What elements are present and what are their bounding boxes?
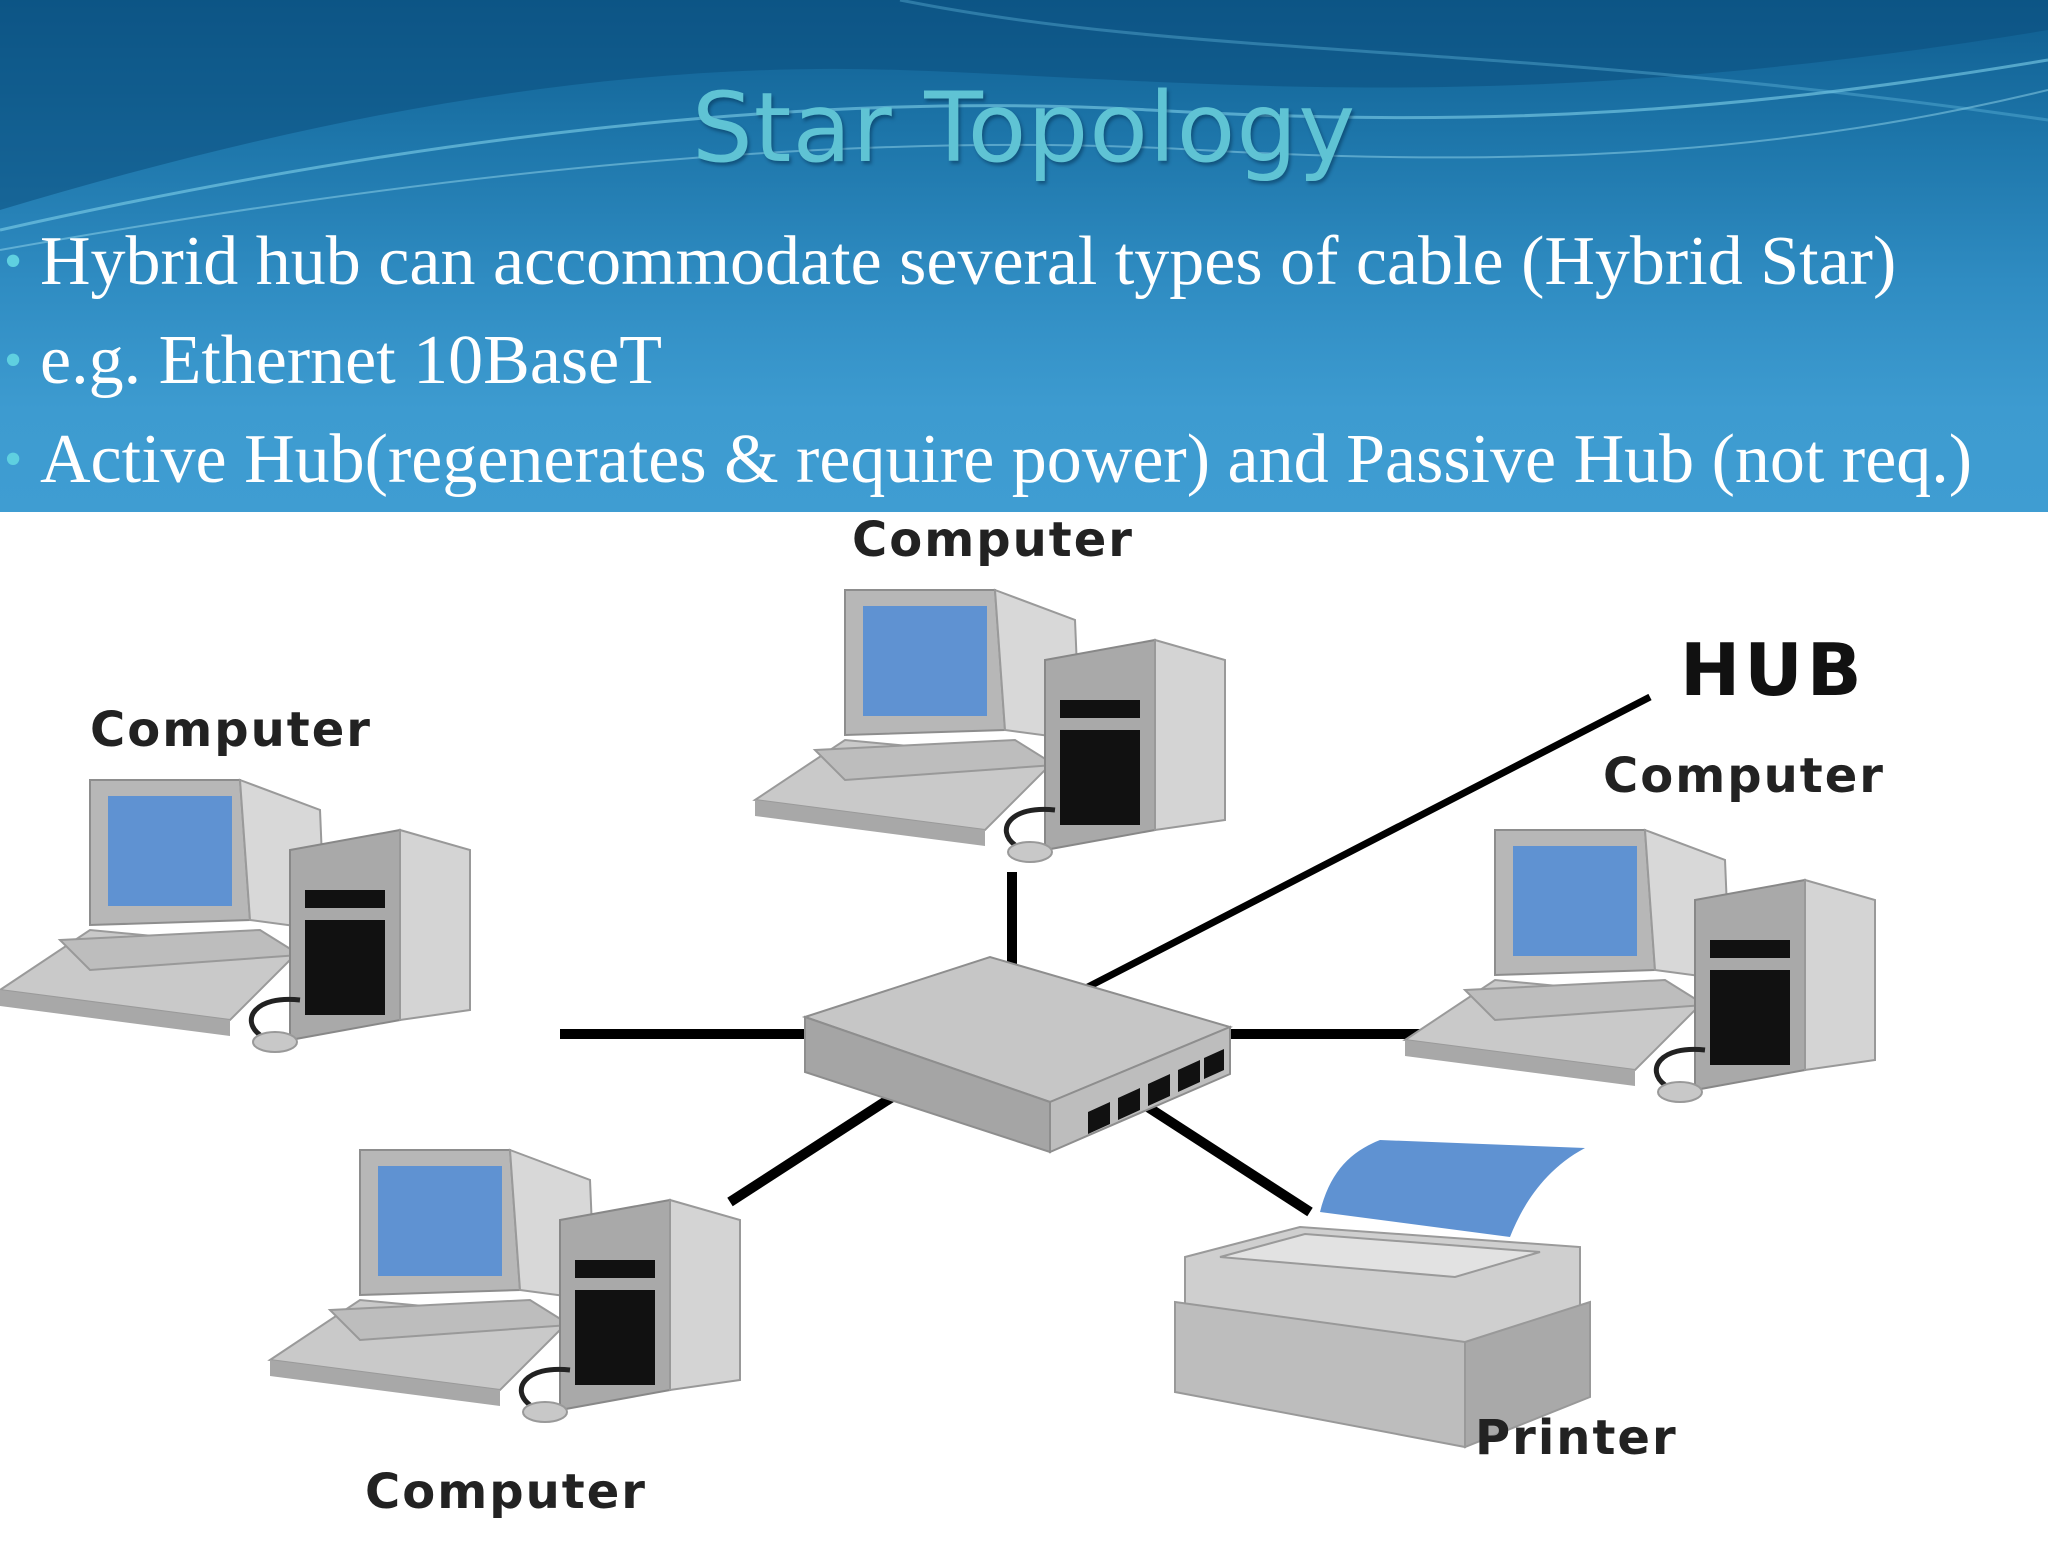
hub-device	[801, 955, 1233, 1154]
computer-bottom	[270, 1150, 740, 1422]
label-computer-bottom: Computer	[365, 1464, 647, 1520]
computer-left	[0, 780, 470, 1052]
label-computer-top: Computer	[852, 512, 1134, 568]
label-computer-right: Computer	[1603, 748, 1885, 804]
slide-title: Star Topology	[691, 72, 1357, 184]
bullet-dot-icon: •	[4, 233, 23, 290]
diagram-canvas	[0, 512, 2048, 1449]
cable-bottom-left	[727, 1087, 903, 1207]
printer-device	[1174, 1140, 1591, 1449]
label-hub: HUB	[1680, 628, 1866, 712]
bullet-text: e.g. Ethernet 10BaseT	[40, 322, 663, 399]
bullet-dot-icon: •	[4, 332, 23, 389]
computer-right	[1405, 830, 1875, 1102]
label-computer-left: Computer	[90, 702, 372, 758]
bullet-item: • Hybrid hub can accommodate several type…	[0, 212, 2048, 311]
cable-printer	[1137, 1097, 1313, 1217]
bullet-item: • e.g. Ethernet 10BaseT	[0, 311, 2048, 410]
bullet-list: • Hybrid hub can accommodate several type…	[0, 212, 2048, 509]
bullet-item: • Active Hub(regenerates & require power)…	[0, 410, 2048, 509]
bullet-text: Hybrid hub can accommodate several types…	[40, 223, 1897, 300]
hub-pointer-line	[1018, 693, 1652, 1026]
bullet-dot-icon: •	[4, 431, 23, 488]
label-printer: Printer	[1475, 1410, 1678, 1466]
star-topology-diagram: Computer Computer Computer Computer HUB …	[0, 512, 2048, 1536]
bullet-text: Active Hub(regenerates & require power) …	[40, 421, 1973, 498]
header-wave-decoration	[0, 0, 2048, 251]
computer-top	[755, 590, 1225, 862]
slide-header: Star Topology • Hybrid hub can accommodat…	[0, 0, 2048, 512]
